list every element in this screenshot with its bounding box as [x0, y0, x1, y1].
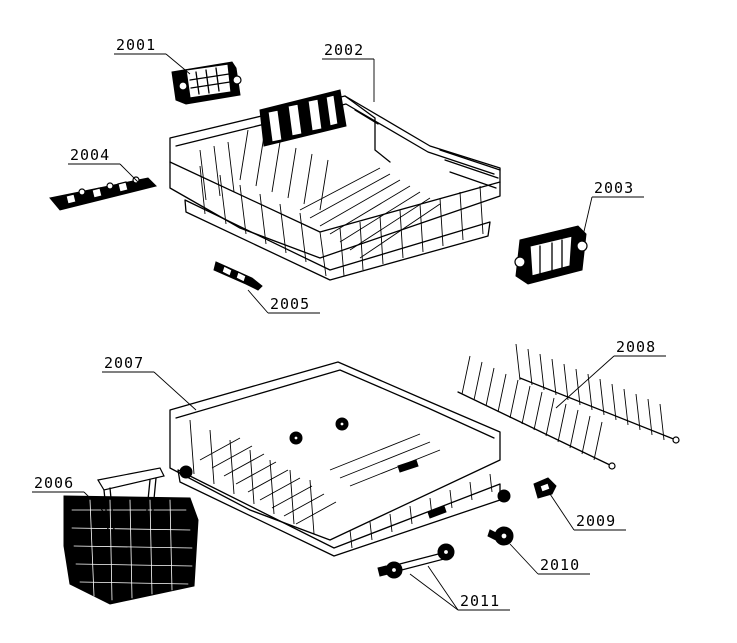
callout-2007-label: 2007	[104, 354, 144, 372]
part-2007-lower-basket	[169, 361, 511, 557]
callout-2004: 2004	[68, 146, 139, 183]
part-2010-wheel	[487, 526, 514, 546]
callout-2010: 2010	[509, 543, 590, 575]
part-2006-cutlery-basket	[63, 467, 199, 605]
part-2011-wheel-axle	[377, 543, 455, 579]
callout-2008: 2008	[555, 338, 666, 409]
callout-2003-label: 2003	[594, 179, 634, 197]
part-2005-clip	[213, 261, 263, 291]
callout-2002-label: 2002	[324, 41, 364, 59]
callout-2001: 2001	[114, 36, 191, 75]
part-2001-bracket	[171, 61, 242, 105]
callout-2010-label: 2010	[540, 556, 580, 574]
part-2003-bracket	[514, 225, 588, 285]
callout-2006-label: 2006	[34, 474, 74, 492]
callout-2005-label: 2005	[270, 295, 310, 313]
callout-2003: 2003	[581, 179, 644, 241]
callout-2004-label: 2004	[70, 146, 110, 164]
callout-2005: 2005	[247, 289, 320, 314]
callout-2007: 2007	[102, 354, 197, 411]
callout-2011: 2011	[409, 565, 510, 611]
part-2009-clip	[533, 477, 557, 499]
part-2002-upper-basket	[169, 89, 501, 281]
callout-2002: 2002	[322, 41, 375, 102]
callout-2011-label: 2011	[460, 592, 500, 610]
callout-2006: 2006	[32, 474, 109, 517]
callout-2009-label: 2009	[576, 512, 616, 530]
callout-2008-label: 2008	[616, 338, 656, 356]
part-2004-rail	[49, 176, 157, 211]
part-2008-tine-rack	[457, 343, 680, 470]
callout-2009: 2009	[549, 493, 626, 531]
callout-2001-label: 2001	[116, 36, 156, 54]
